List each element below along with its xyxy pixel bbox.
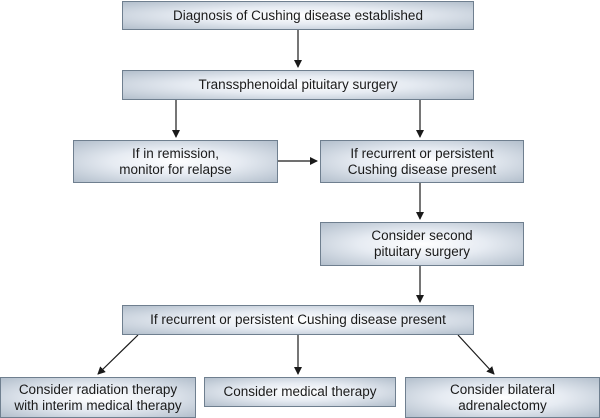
medical-box: Consider medical therapy	[204, 377, 396, 407]
remission-label: If in remission, monitor for relapse	[119, 145, 232, 177]
radiation-box: Consider radiation therapy with interim …	[0, 377, 196, 418]
recurrent-second-box: If recurrent or persistent Cushing disea…	[122, 305, 474, 335]
arrow-recurrent-to-radiation	[97, 334, 139, 375]
surgery-label: Transsphenoidal pituitary surgery	[198, 77, 398, 92]
recurrent-first-label: If recurrent or persistent Cushing disea…	[347, 145, 497, 177]
second-surgery-box: Consider second pituitary surgery	[320, 222, 524, 266]
medical-label: Consider medical therapy	[223, 384, 377, 399]
diagnosis-label: Diagnosis of Cushing disease established	[173, 7, 423, 23]
adrenalectomy-label: Consider bilateral adrenalectomy	[449, 381, 556, 413]
adrenalectomy-box: Consider bilateral adrenalectomy	[405, 377, 600, 418]
radiation-label: Consider radiation therapy with interim …	[14, 381, 182, 413]
surgery-box: Transsphenoidal pituitary surgery	[122, 70, 474, 100]
recurrent-first-box: If recurrent or persistent Cushing disea…	[320, 140, 524, 183]
arrow-recurrent-to-adrenalectomy	[457, 334, 495, 375]
diagnosis-box: Diagnosis of Cushing disease established	[122, 1, 474, 30]
second-surgery-label: Consider second pituitary surgery	[371, 228, 473, 259]
remission-box: If in remission, monitor for relapse	[73, 140, 278, 183]
recurrent-second-label: If recurrent or persistent Cushing disea…	[150, 312, 446, 327]
